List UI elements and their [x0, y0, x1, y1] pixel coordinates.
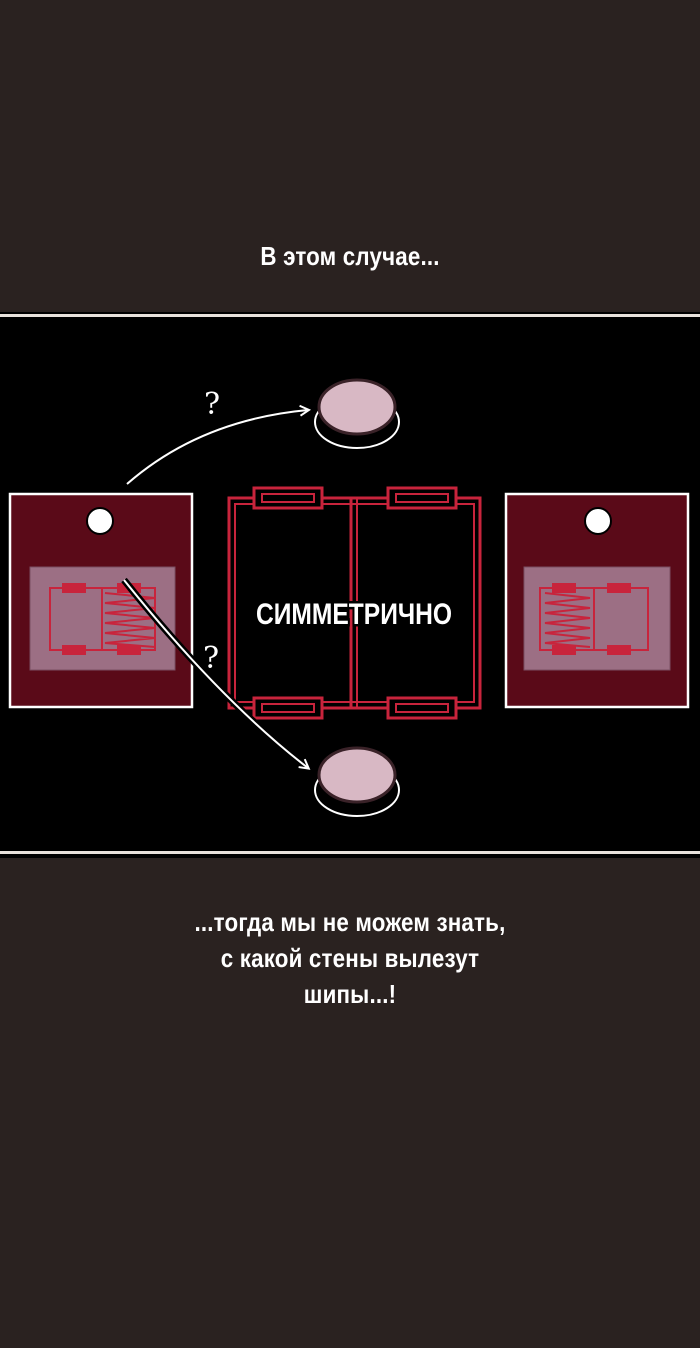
panel-border-bottom [0, 851, 700, 854]
left-room [8, 492, 194, 709]
right-room-floor [523, 566, 671, 671]
symmetric-mechanism [227, 486, 482, 720]
right-room-marker-icon [584, 507, 612, 535]
arrow-up-icon [126, 410, 308, 485]
symmetric-label: СИММЕТРИЧНО [256, 597, 452, 631]
pressure-plate-bottom [314, 746, 400, 817]
panel-border-top [0, 314, 700, 317]
right-room-mechanism-icon [539, 583, 649, 655]
pressure-plate-top [314, 378, 400, 449]
left-room-marker-icon [86, 507, 114, 535]
right-room [504, 492, 690, 709]
caption-top: В этом случае... [260, 241, 440, 271]
question-mark-upper: ? [204, 387, 220, 422]
question-mark-lower: ? [203, 641, 219, 676]
caption-bottom: ...тогда мы не можем знать, с какой стен… [194, 907, 506, 1009]
